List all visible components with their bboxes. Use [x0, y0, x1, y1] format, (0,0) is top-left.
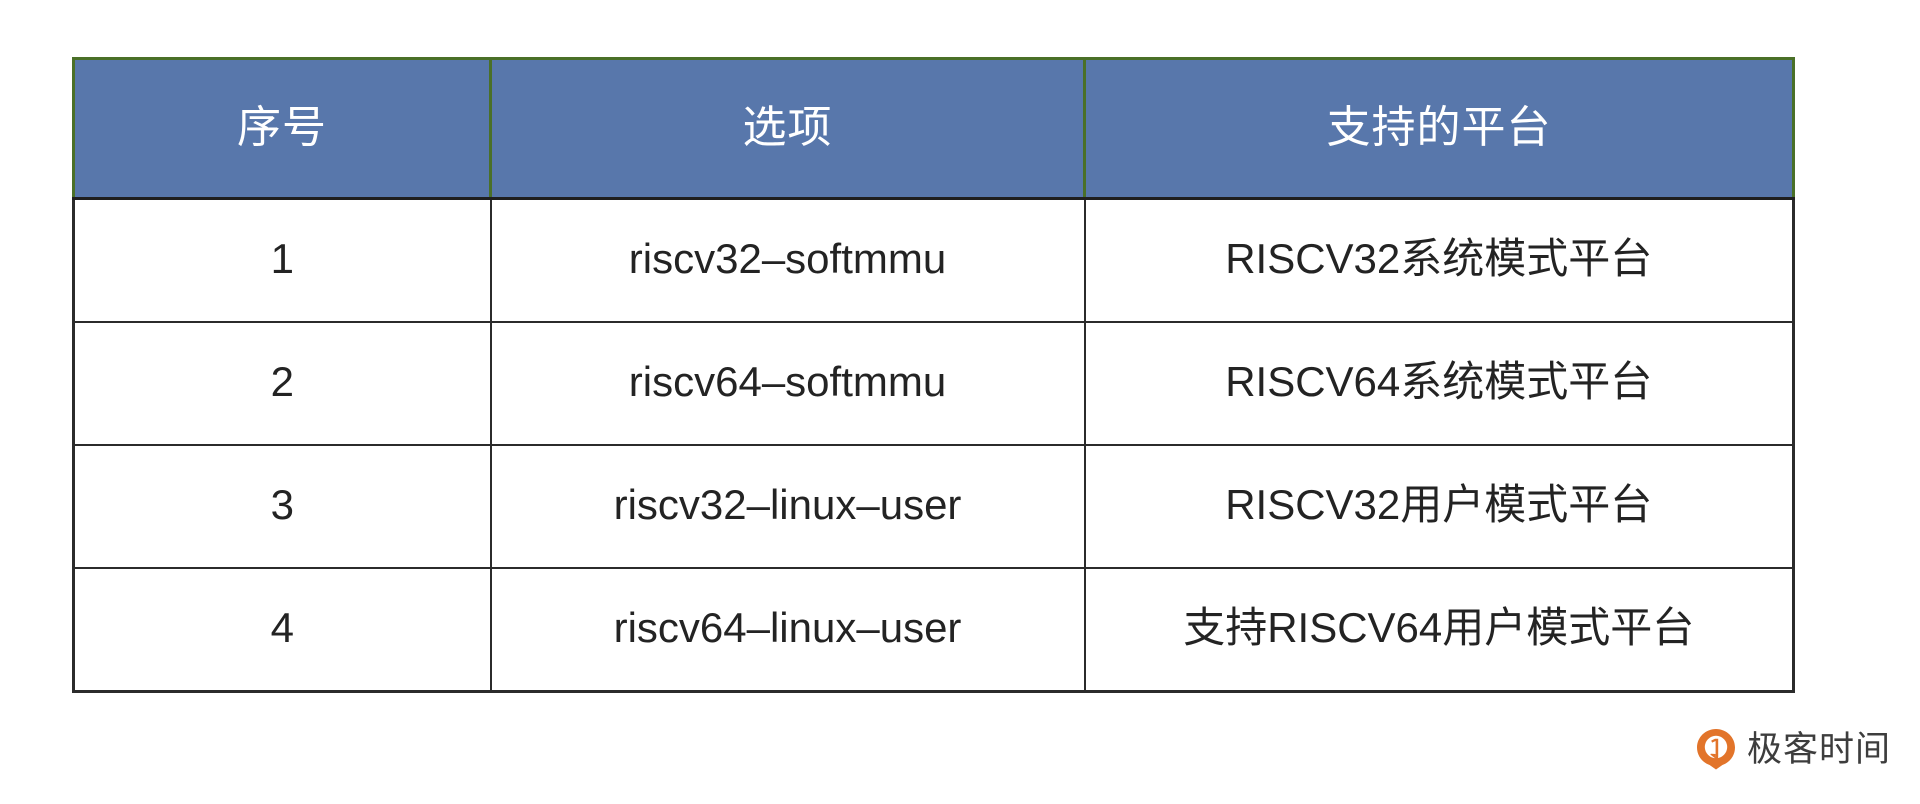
qemu-riscv-target-table: 序号 选项 支持的平台 1 riscv32–softmmu RISCV32系统模…	[72, 57, 1795, 693]
table-body: 1 riscv32–softmmu RISCV32系统模式平台 2 riscv6…	[72, 197, 1795, 693]
cell-option: riscv32–linux–user	[489, 444, 1086, 569]
cell-option-text: riscv64–linux–user	[613, 604, 962, 652]
cell-option-text: riscv32–softmmu	[628, 235, 947, 283]
cell-index: 4	[72, 567, 492, 693]
cell-index: 1	[72, 197, 492, 323]
cell-index-text: 2	[270, 358, 294, 406]
watermark-text: 极客时间	[1747, 729, 1892, 769]
cell-index-text: 1	[270, 235, 294, 283]
cell-option: riscv64–softmmu	[489, 321, 1086, 446]
cell-platform: RISCV32用户模式平台	[1083, 444, 1795, 569]
table-header: 序号 选项 支持的平台	[72, 57, 1795, 200]
table-row: 3 riscv32–linux–user RISCV32用户模式平台	[72, 444, 1795, 569]
cell-index: 2	[72, 321, 492, 446]
cell-platform-text: RISCV32用户模式平台	[1225, 481, 1653, 529]
cell-platform: RISCV64系统模式平台	[1083, 321, 1795, 446]
cell-index-text: 4	[270, 604, 294, 652]
cell-option: riscv32–softmmu	[489, 197, 1086, 323]
table-header-row: 序号 选项 支持的平台	[72, 57, 1795, 200]
cell-platform-text: 支持RISCV64用户模式平台	[1183, 604, 1695, 652]
table-row: 2 riscv64–softmmu RISCV64系统模式平台	[72, 321, 1795, 446]
cell-platform: 支持RISCV64用户模式平台	[1083, 567, 1795, 693]
column-header-option: 选项	[489, 57, 1086, 200]
table-row: 1 riscv32–softmmu RISCV32系统模式平台	[72, 197, 1795, 323]
cell-option: riscv64–linux–user	[489, 567, 1086, 693]
cell-platform-text: RISCV32系统模式平台	[1225, 235, 1653, 283]
watermark: 极客时间	[1694, 727, 1891, 771]
column-header-platform: 支持的平台	[1083, 57, 1795, 200]
cell-platform-text: RISCV64系统模式平台	[1225, 358, 1653, 406]
spec-table-container: 序号 选项 支持的平台 1 riscv32–softmmu RISCV32系统模…	[72, 57, 1795, 693]
geektime-drop-logo-icon	[1694, 727, 1738, 771]
cell-platform: RISCV32系统模式平台	[1083, 197, 1795, 323]
column-header-index: 序号	[72, 57, 492, 200]
table-row: 4 riscv64–linux–user 支持RISCV64用户模式平台	[72, 567, 1795, 693]
cell-index-text: 3	[270, 481, 294, 529]
cell-option-text: riscv64–softmmu	[628, 358, 947, 406]
cell-option-text: riscv32–linux–user	[613, 481, 962, 529]
cell-index: 3	[72, 444, 492, 569]
